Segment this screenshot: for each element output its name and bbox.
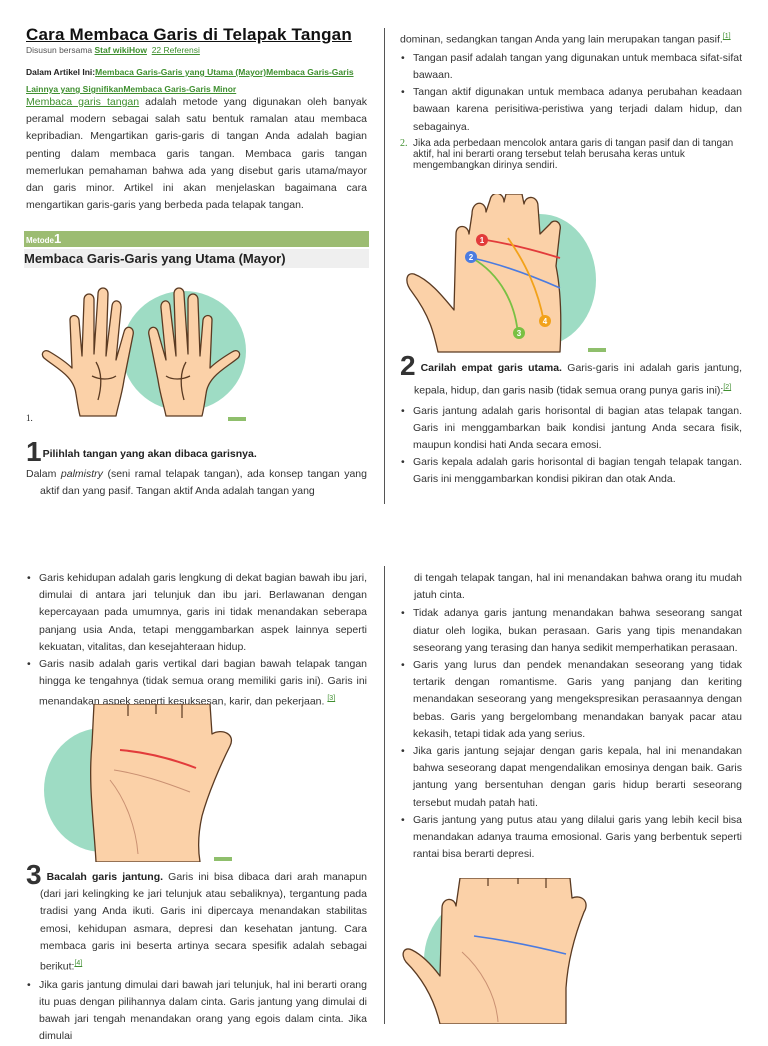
head-line	[471, 257, 561, 289]
list-item: Tangan pasif adalah tangan yang digunaka…	[400, 50, 742, 84]
toc-item-3[interactable]: Membaca Garis-Garis Minor	[123, 84, 237, 94]
page2-left-column: Garis kehidupan adalah garis lengkung di…	[26, 570, 367, 711]
intro-link[interactable]: Membaca garis tangan	[26, 96, 140, 108]
figure-number: 1.	[26, 413, 33, 423]
intro-text: adalah metode yang digunakan oleh banyak…	[26, 96, 367, 212]
badge-label: 3	[517, 329, 522, 338]
step-1-number: 1	[26, 436, 42, 467]
palm-shape	[406, 194, 562, 353]
heart-line	[473, 935, 567, 955]
life-line	[471, 257, 519, 337]
step-3-title: Bacalah garis jantung.	[46, 871, 164, 883]
fate-line	[507, 237, 545, 323]
step-1: 1Pilihlah tangan yang akan dibaca garisn…	[26, 438, 367, 500]
heart-line	[119, 749, 197, 769]
table-of-contents: Dalam Artikel Ini:Membaca Garis-Garis ya…	[26, 64, 386, 98]
more-major-lines-list: Garis kehidupan adalah garis lengkung di…	[26, 570, 367, 711]
step-1-text-a: Dalam	[26, 468, 61, 480]
badge-label: 1	[480, 236, 485, 245]
numbered-note-text: Jika ada perbedaan mencolok antara garis…	[413, 137, 734, 171]
col2-top-text-span: dominan, sedangkan tangan Anda yang lain…	[400, 33, 723, 46]
step-1-heading: 1Pilihlah tangan yang akan dibaca garisn…	[26, 438, 367, 468]
reference-link-3[interactable]: [3]	[327, 695, 336, 703]
step-3: 3 Bacalah garis jantung. Garis ini bisa d…	[26, 861, 368, 1046]
list-item: Tangan aktif digunakan untuk membaca ada…	[400, 84, 742, 136]
two-hands-illustration	[41, 287, 246, 417]
badge-label: 2	[469, 253, 474, 262]
reference-link-2[interactable]: [2]	[723, 384, 732, 391]
list-item: Garis kehidupan adalah garis lengkung di…	[26, 570, 367, 656]
image-credit-badge	[228, 417, 246, 421]
list-item-text: Garis nasib adalah garis vertikal dari b…	[39, 658, 367, 708]
toc-item-2[interactable]: Membaca Garis-Garis Lainnya yang Signifi…	[26, 67, 354, 94]
badge-fate-line	[539, 315, 551, 327]
palm-heart-head-illustration	[402, 878, 587, 1024]
method-bar: Metode1	[24, 231, 369, 247]
list-item: Garis nasib adalah garis vertikal dari b…	[26, 656, 367, 711]
page2-right-column: di tengah telapak tangan, hal ini menand…	[400, 570, 742, 863]
step-3-number: 3	[26, 859, 42, 890]
list-item: Garis kepala adalah garis horisontal di …	[400, 454, 742, 488]
step-3-text: 3 Bacalah garis jantung. Garis ini bisa d…	[26, 861, 368, 976]
page-title: Cara Membaca Garis di Telapak Tangan	[26, 25, 352, 44]
method-title: Membaca Garis-Garis yang Utama (Mayor)	[24, 249, 369, 268]
step-1-text-b: (seni ramal telapak tangan), ada konsep …	[40, 468, 367, 498]
hand-type-list: Tangan pasif adalah tangan yang digunaka…	[400, 50, 742, 136]
intro-paragraph: Membaca garis tangan adalah metode yang …	[26, 94, 367, 214]
col2-top-text: dominan, sedangkan tangan Anda yang lain…	[400, 28, 742, 49]
finger-gap	[487, 878, 547, 888]
list-item: Jika garis jantung sejajar dengan garis …	[400, 743, 742, 812]
reference-link-1[interactable]: [1]	[722, 33, 731, 40]
byline-references-link[interactable]: 22 Referensi	[151, 45, 200, 55]
method-number: 1	[54, 231, 62, 246]
step-1-text: Dalam palmistry (seni ramal telapak tang…	[26, 466, 367, 500]
left-hand	[41, 287, 134, 417]
step-1-text-em: palmistry	[60, 468, 103, 480]
heart-line	[485, 239, 561, 259]
heart-line-list: Jika garis jantung dimulai dari bawah ja…	[26, 977, 367, 1046]
palm-major-lines-illustration: 1 2 3 4	[406, 194, 596, 353]
continued-text: di tengah telapak tangan, hal ini menand…	[414, 572, 742, 602]
heart-line-meanings-list: Tidak adanya garis jantung menandakan ba…	[400, 605, 742, 863]
step-2-body: Garis-garis ini adalah garis jantung, ke…	[414, 362, 742, 397]
step-1-title: Pilihlah tangan yang akan dibaca garisny…	[42, 448, 257, 460]
finger-gap	[127, 704, 183, 718]
toc-item-1[interactable]: Membaca Garis-Garis yang Utama (Mayor)	[95, 67, 267, 77]
step-2-number: 2	[400, 350, 416, 381]
list-item: Garis jantung yang putus atau yang dilal…	[400, 812, 742, 864]
list-item: Jika garis jantung dimulai dari bawah ja…	[26, 977, 367, 1046]
badge-life-line	[513, 327, 525, 339]
step-2: 2 Carilah empat garis utama. Garis-garis …	[400, 352, 742, 489]
palm-heart-line-illustration	[44, 704, 233, 862]
right-hand	[148, 287, 241, 417]
numbered-note-marker: 2.	[400, 137, 408, 149]
step-2-title: Carilah empat garis utama.	[420, 362, 562, 374]
image-credit-badge	[214, 857, 232, 861]
step-3-body: Garis ini bisa dibaca dari arah manapun …	[40, 871, 368, 973]
toc-label: Dalam Artikel Ini:	[26, 67, 96, 77]
step-2-text: 2 Carilah empat garis utama. Garis-garis …	[400, 352, 742, 401]
palm-shape	[90, 704, 233, 862]
byline: Disusun bersama Staf wikiHow 22 Referens…	[26, 45, 200, 55]
column-divider-bottom	[384, 566, 385, 1024]
palm-crease	[109, 779, 139, 855]
reference-link-4[interactable]: [4]	[74, 960, 83, 968]
numbered-note: 2. Jika ada perbedaan mencolok antara ga…	[400, 138, 742, 171]
page1-right-column: dominan, sedangkan tangan Anda yang lain…	[400, 28, 742, 171]
badge-heart-line	[476, 234, 488, 246]
byline-author-link[interactable]: Staf wikiHow	[94, 45, 147, 55]
palm-crease	[113, 769, 191, 793]
palm-crease	[461, 951, 499, 1023]
list-item: Garis yang lurus dan pendek menandakan s…	[400, 657, 742, 743]
badge-head-line	[465, 251, 477, 263]
list-item: Tidak adanya garis jantung menandakan ba…	[400, 605, 742, 657]
list-item: Garis jantung adalah garis horisontal di…	[400, 403, 742, 455]
column-divider-top	[384, 28, 385, 504]
image-credit-badge	[588, 348, 606, 352]
method-label: Metode	[26, 236, 54, 245]
byline-prefix: Disusun bersama	[26, 45, 93, 55]
palm-shape	[402, 878, 587, 1024]
major-lines-list: Garis jantung adalah garis horisontal di…	[400, 403, 742, 489]
badge-label: 4	[543, 317, 548, 326]
